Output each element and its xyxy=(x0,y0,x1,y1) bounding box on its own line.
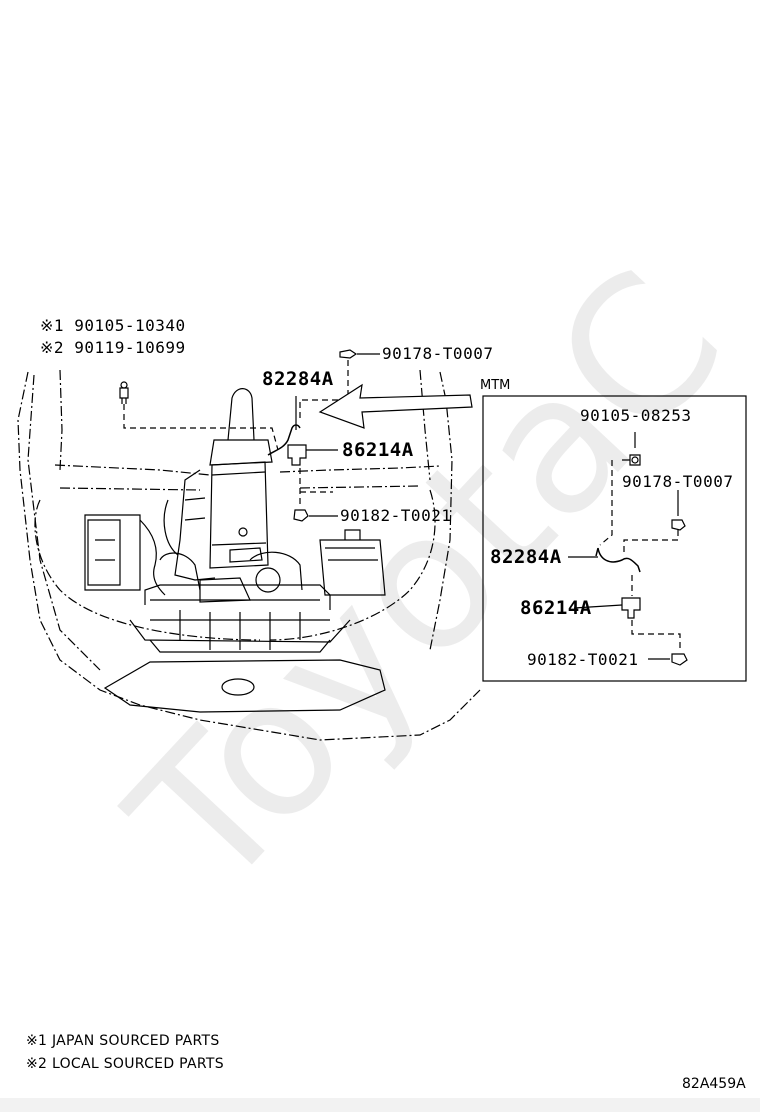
part-label-90178-t0007: 90178-T0007 xyxy=(382,344,494,363)
leader-dashed-lines xyxy=(123,360,349,508)
part-86214a xyxy=(287,444,307,466)
part-label-90105-10340: ※1 90105-10340 xyxy=(40,316,186,335)
direction-arrow xyxy=(318,383,473,429)
nut-90182 xyxy=(293,509,309,522)
source-mark-1: ※1 xyxy=(40,316,65,335)
bolt-90105 xyxy=(119,387,129,404)
part-number: 90105-10340 xyxy=(74,316,186,335)
source-mark-2: ※2 xyxy=(40,338,65,357)
engine-block xyxy=(209,461,269,569)
emblem xyxy=(221,678,255,696)
vehicle-outline xyxy=(17,371,481,741)
inset-frame xyxy=(482,395,747,682)
inset-label-86214a: 86214A xyxy=(520,597,592,619)
inset-title: MTM xyxy=(480,378,511,393)
figure-code: 82A459A xyxy=(682,1076,746,1092)
part-label-90119-10699: ※2 90119-10699 xyxy=(40,338,186,357)
inset-label-82284a: 82284A xyxy=(490,546,562,568)
inset-label-90182-t0021: 90182-T0021 xyxy=(527,650,639,669)
nut-90178 xyxy=(339,349,358,359)
part-label-82284a: 82284A xyxy=(262,368,334,390)
bracket-82284a xyxy=(267,424,301,456)
part-label-90182-t0021: 90182-T0021 xyxy=(340,506,452,525)
inset-bracket-82284a xyxy=(595,547,641,573)
footnote-local-sourced: ※2 LOCAL SOURCED PARTS xyxy=(26,1056,224,1072)
inset-label-90178-t0007: 90178-T0007 xyxy=(622,472,734,491)
bottom-strip xyxy=(0,1098,760,1112)
part-number: 90119-10699 xyxy=(74,338,186,357)
part-label-86214a: 86214A xyxy=(342,439,414,461)
footnote-japan-sourced: ※1 JAPAN SOURCED PARTS xyxy=(26,1033,220,1049)
front-bumper xyxy=(103,659,386,713)
inset-label-90105-08253: 90105-08253 xyxy=(580,406,692,425)
